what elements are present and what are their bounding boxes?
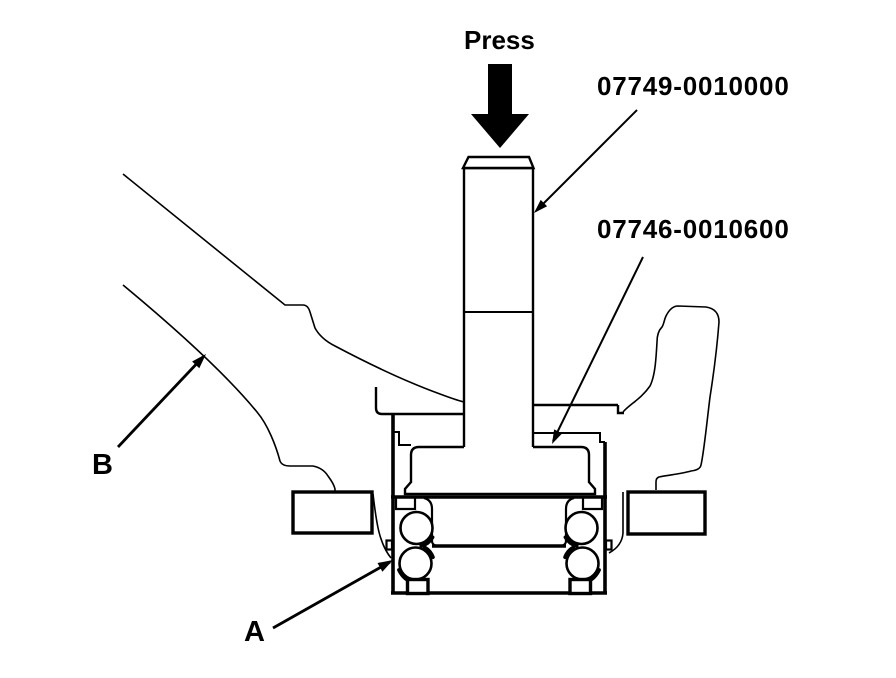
bearing-right-shoulder	[581, 498, 604, 511]
hub-right-outer-step	[616, 405, 624, 415]
knuckle-b-label: B	[92, 449, 113, 481]
bearing-seat-arc-4	[563, 535, 579, 548]
driver-shaft	[462, 166, 535, 447]
attachment-part-number-label: 07746-0010600	[597, 214, 790, 244]
attachment-leader-line	[552, 256, 644, 442]
driver-part-number-label: 07749-0010000	[597, 71, 790, 101]
callout-leaders	[116, 109, 644, 630]
bearing-ball-bottom-left	[398, 546, 433, 581]
bearing-a-label: A	[244, 616, 265, 648]
knuckle-right-arm	[622, 305, 720, 490]
right-tab-connector	[608, 492, 624, 554]
left-tab-connector	[372, 493, 392, 559]
bearing-inner-race-right-lip	[568, 577, 593, 596]
bearing-left-shoulder	[394, 498, 417, 511]
bearing-ball-bottom-right	[565, 546, 600, 581]
bearing-seat-arc-5	[563, 545, 576, 560]
press-label: Press	[464, 25, 535, 55]
bearing-ball-top-left	[399, 510, 434, 546]
driver-cap	[461, 155, 536, 170]
knuckle-upper-edge	[122, 173, 465, 403]
driver-tool	[461, 155, 536, 447]
hub-right-bore-steps	[533, 432, 605, 443]
bearing-inner-race-left-lip	[405, 577, 430, 596]
attachment-leader-arrowhead-icon	[552, 429, 563, 444]
press-down-arrow-icon	[471, 64, 529, 148]
knuckle-b-leader-line	[116, 356, 205, 448]
bearing-a-leader-line	[272, 560, 391, 630]
hub-left-bore-steps	[393, 431, 411, 446]
hub-left-top-face	[374, 387, 464, 416]
knuckle-right-tab	[626, 490, 707, 536]
driver-leader-arrowhead-icon	[534, 199, 548, 213]
driver-leader-line	[535, 109, 638, 212]
knuckle-b-arrowhead-icon	[192, 354, 206, 369]
attachment-disc	[403, 445, 597, 496]
bearing-seat-arc-1	[419, 535, 435, 548]
knuckle-lower-edge	[122, 284, 336, 492]
bearing-left-snapring-tab	[385, 539, 394, 551]
bearing-a-arrowhead-icon	[377, 560, 393, 572]
knuckle-hub-section	[374, 387, 624, 593]
steering-knuckle-outline	[122, 173, 465, 492]
wheel-bearing-section	[385, 495, 613, 596]
knuckle-left-tab	[291, 490, 374, 535]
bearing-right-snapring-tab	[604, 539, 613, 551]
bearing-ball-top-right	[564, 510, 599, 546]
bearing-seat-arc-2	[422, 545, 435, 560]
